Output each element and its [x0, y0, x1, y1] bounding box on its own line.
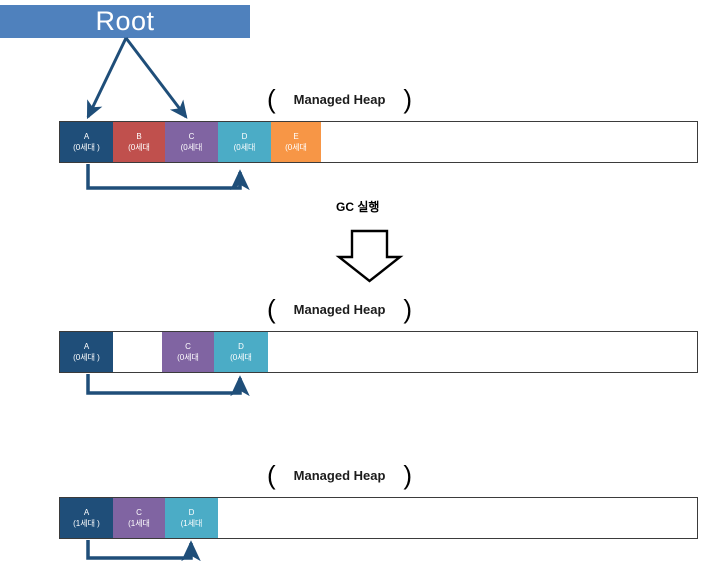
heap-object-name: D: [238, 341, 244, 351]
heap-row-after-sweep: A (0세대 ) C (0세대 D (0세대: [59, 331, 698, 373]
heap-row-before-gc: A (0세대 ) B (0세대 C (0세대 D (0세대 E (0세대: [59, 121, 698, 163]
heap-object-c: C (0세대: [162, 332, 214, 372]
heap-free-slot: [113, 332, 162, 372]
heap-object-generation: (0세대 ): [73, 353, 100, 362]
managed-heap-caption-1: ( Managed Heap ): [267, 86, 412, 112]
heap-object-d: D (0세대: [218, 122, 271, 162]
ref-arrow-a-to-d-row1: [86, 164, 250, 191]
heap-object-d: D (0세대: [214, 332, 268, 372]
ref-arrow-a-to-d-row3: [86, 540, 201, 562]
caption-text-2: Managed Heap: [293, 301, 386, 317]
heap-object-a: A (0세대 ): [60, 332, 113, 372]
heap-object-e: E (0세대: [271, 122, 321, 162]
heap-object-generation: (0세대: [180, 143, 203, 152]
heap-object-a: A (0세대 ): [60, 122, 113, 162]
heap-object-a: A (1세대 ): [60, 498, 113, 538]
heap-object-generation: (0세대: [128, 143, 150, 152]
heap-object-name: A: [83, 341, 90, 351]
heap-object-name: D: [188, 507, 195, 517]
caption-left-paren-3: (: [267, 460, 276, 490]
heap-object-name: A: [83, 507, 90, 517]
heap-object-generation: (0세대: [233, 143, 256, 152]
caption-right-paren-1: ): [403, 84, 413, 114]
heap-object-c: C (1세대: [113, 498, 165, 538]
ref-arrow-a-to-d-row2: [86, 374, 250, 397]
heap-object-name: C: [185, 341, 191, 351]
caption-left-paren-1: (: [267, 84, 276, 114]
heap-object-name: C: [136, 507, 142, 517]
heap-object-name: B: [136, 131, 142, 141]
root-node: Root: [0, 5, 250, 38]
gc-step-label: GC 실행: [336, 200, 380, 214]
ref-arrow-root-to-c: [124, 37, 188, 119]
heap-object-generation: (0세대: [177, 353, 199, 362]
caption-right-paren-3: ): [403, 460, 413, 490]
root-label: Root: [95, 6, 155, 36]
caption-text-3: Managed Heap: [293, 467, 386, 483]
heap-object-name: D: [241, 131, 248, 141]
managed-heap-caption-2: ( Managed Heap ): [267, 296, 412, 322]
heap-object-generation: (0세대 ): [73, 143, 100, 152]
gc-down-arrow-icon: [335, 229, 404, 283]
ref-arrow-root-to-a: [86, 37, 128, 120]
heap-object-name: E: [293, 131, 299, 141]
heap-object-name: A: [83, 131, 90, 141]
heap-object-b: B (0세대: [113, 122, 165, 162]
caption-left-paren-2: (: [267, 294, 276, 324]
heap-object-generation: (1세대: [180, 519, 203, 528]
heap-object-generation: (1세대: [128, 519, 150, 528]
heap-object-d: D (1세대: [165, 498, 218, 538]
heap-object-generation: (0세대: [230, 353, 252, 362]
heap-object-generation: (1세대 ): [73, 519, 100, 528]
heap-row-after-compaction: A (1세대 ) C (1세대 D (1세대: [59, 497, 698, 539]
caption-text-1: Managed Heap: [293, 91, 386, 107]
heap-object-c: C (0세대: [165, 122, 218, 162]
managed-heap-caption-3: ( Managed Heap ): [267, 462, 412, 488]
heap-object-name: C: [188, 131, 195, 141]
caption-right-paren-2: ): [403, 294, 413, 324]
heap-object-generation: (0세대: [285, 143, 307, 152]
